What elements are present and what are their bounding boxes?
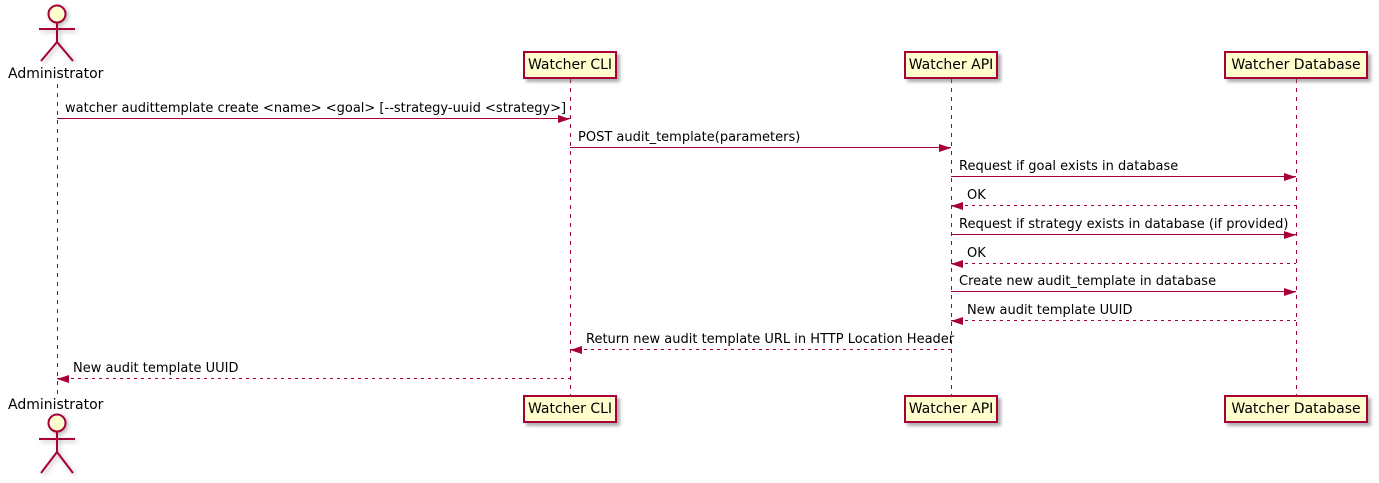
lifeline-watcher-cli [570, 79, 571, 395]
message-2-line [570, 147, 951, 149]
message-6-label: OK [967, 246, 986, 261]
lifeline-administrator [57, 84, 58, 394]
participant-box-watcher-api-bottom: Watcher API [904, 395, 998, 423]
message-3-label: Request if goal exists in database [959, 159, 1179, 174]
actor-figure-top [39, 4, 75, 62]
message-9-arrowhead [570, 345, 582, 354]
message-9-line [570, 349, 951, 351]
message-6-line [951, 263, 1296, 265]
participant-box-watcher-cli-bottom: Watcher CLI [523, 395, 617, 423]
participant-box-watcher-cli-top: Watcher CLI [523, 51, 617, 79]
actor-label-bottom: Administrator [8, 397, 104, 413]
message-5-arrowhead [1284, 230, 1296, 239]
participant-box-watcher-database-bottom: Watcher Database [1224, 395, 1368, 423]
message-8-label: New audit template UUID [967, 303, 1133, 318]
message-6-arrowhead [951, 259, 963, 268]
message-8-arrowhead [951, 316, 963, 325]
message-5-label: Request if strategy exists in database (… [959, 217, 1289, 232]
message-4-label: OK [967, 188, 986, 203]
actor-figure-bottom [39, 413, 75, 474]
participant-box-watcher-api-top: Watcher API [904, 51, 998, 79]
message-3-line [951, 176, 1296, 178]
lifeline-watcher-database [1296, 79, 1297, 395]
message-10-label: New audit template UUID [73, 361, 239, 376]
participant-box-watcher-database-top: Watcher Database [1224, 51, 1368, 79]
message-10-line [57, 378, 570, 380]
message-4-line [951, 205, 1296, 207]
message-2-arrowhead [939, 143, 951, 152]
message-10-arrowhead [57, 374, 69, 383]
message-2-label: POST audit_template(parameters) [578, 130, 801, 145]
message-7-line [951, 291, 1296, 293]
message-1-arrowhead [558, 114, 570, 123]
message-7-label: Create new audit_template in database [959, 274, 1217, 289]
message-9-label: Return new audit template URL in HTTP Lo… [586, 332, 955, 347]
message-1-line [57, 118, 570, 120]
message-4-arrowhead [951, 201, 963, 210]
message-1-label: watcher audittemplate create <name> <goa… [65, 101, 567, 116]
message-7-arrowhead [1284, 287, 1296, 296]
actor-label-top: Administrator [8, 66, 104, 82]
message-8-line [951, 320, 1296, 322]
message-5-line [951, 234, 1296, 236]
lifeline-watcher-api [951, 79, 952, 395]
message-3-arrowhead [1284, 172, 1296, 181]
